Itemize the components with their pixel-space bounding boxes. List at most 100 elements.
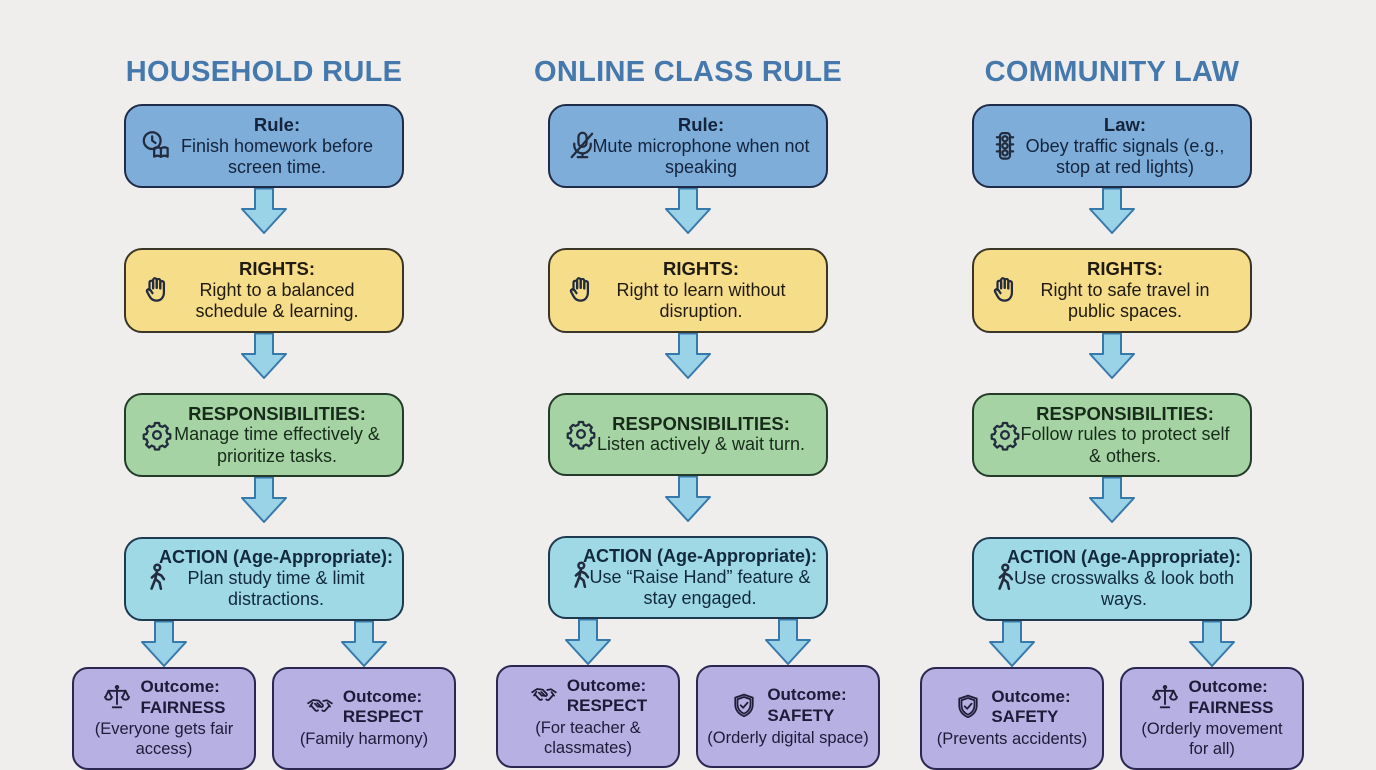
outcome-titles: Outcome: FAIRNESS <box>1188 677 1273 718</box>
responsibilities-title: RESPONSIBILITIES: <box>188 402 366 424</box>
outcome-titles: Outcome: SAFETY <box>767 685 846 726</box>
outcome-title: Outcome: <box>991 686 1071 706</box>
rights-box: RIGHTS: Right to safe travel in public s… <box>972 248 1252 333</box>
rights-box: RIGHTS: Right to a balanced schedule & l… <box>124 248 404 333</box>
action-title: ACTION (Age-Appropriate): <box>1007 546 1241 567</box>
outcome-titles: Outcome: SAFETY <box>991 687 1070 728</box>
handshake-icon <box>529 681 559 711</box>
outcome-name: SAFETY <box>767 706 835 726</box>
outcome-head: Outcome: RESPECT <box>305 687 423 728</box>
traffic-light-icon <box>987 128 1023 164</box>
outcome-name: SAFETY <box>991 707 1059 727</box>
outcome-titles: Outcome: FAIRNESS <box>140 677 225 718</box>
outcome-detail: (Prevents accidents) <box>936 730 1088 749</box>
shield-check-icon <box>953 692 983 722</box>
outcomes-row: Outcome: SAFETY (Prevents accidents) Out… <box>900 666 1324 770</box>
column-household-rule: HOUSEHOLD RULE Rule: Finish homework bef… <box>52 0 476 770</box>
outcome-box-fairness: Outcome: FAIRNESS (Orderly movement for … <box>1120 666 1304 770</box>
outcome-box-respect: Outcome: RESPECT (For teacher & classmat… <box>496 665 680 769</box>
column-header: ONLINE CLASS RULE <box>534 56 842 88</box>
outcome-detail: (Everyone gets fair access) <box>94 720 234 758</box>
down-arrow-icon <box>664 475 712 522</box>
down-arrow-icon <box>140 620 188 667</box>
outcome-head: Outcome: FAIRNESS <box>1150 677 1274 718</box>
down-arrow-icon <box>1088 332 1136 379</box>
action-text: ACTION (Age-Appropriate): Use “Raise Han… <box>583 546 817 610</box>
rights-text: RIGHTS: Right to a balanced schedule & l… <box>168 258 386 322</box>
action-text: ACTION (Age-Appropriate): Use crosswalks… <box>1007 547 1241 611</box>
rule-box: Rule: Mute microphone when not speaking <box>548 104 828 189</box>
outcome-title: Outcome: <box>342 686 423 706</box>
rights-text: RIGHTS: Right to learn without disruptio… <box>592 258 810 322</box>
outcome-title: Outcome: <box>1188 676 1268 696</box>
rights-title: RIGHTS: <box>662 258 740 280</box>
outcome-name: FAIRNESS <box>140 697 226 717</box>
column-header: COMMUNITY LAW <box>984 56 1240 88</box>
rights-body: Right to learn without disruption. <box>616 280 786 322</box>
law-body: Obey traffic signals (e.g., stop at red … <box>1025 135 1225 178</box>
outcome-name: RESPECT <box>342 707 424 727</box>
responsibilities-text: RESPONSIBILITIES: Listen actively & wait… <box>597 413 805 456</box>
outcome-name: FAIRNESS <box>1188 697 1274 717</box>
outcome-titles: Outcome: RESPECT <box>567 676 647 717</box>
handshake-icon <box>305 692 335 722</box>
outcome-box-safety: Outcome: SAFETY (Orderly digital space) <box>696 665 880 769</box>
responsibilities-box: RESPONSIBILITIES: Follow rules to protec… <box>972 392 1252 477</box>
action-title: ACTION (Age-Appropriate): <box>159 546 393 567</box>
column-header: HOUSEHOLD RULE <box>125 56 403 88</box>
down-arrow-icon <box>764 619 812 666</box>
outcome-head: Outcome: RESPECT <box>529 676 647 717</box>
outcome-detail: (Family harmony) <box>299 730 429 749</box>
rule-text: Rule: Mute microphone when not speaking <box>592 114 810 178</box>
action-box: ACTION (Age-Appropriate): Use “Raise Han… <box>548 535 828 620</box>
outcome-title: Outcome: <box>566 675 647 695</box>
down-arrow-icon <box>240 188 288 235</box>
action-text: ACTION (Age-Appropriate): Plan study tim… <box>159 547 393 611</box>
muted-microphone-icon <box>563 128 599 164</box>
outcome-box-respect: Outcome: RESPECT (Family harmony) <box>272 666 456 770</box>
responsibilities-body: Follow rules to protect self & others. <box>1020 424 1230 466</box>
responsibilities-text: RESPONSIBILITIES: Follow rules to protec… <box>1016 403 1234 467</box>
outcome-titles: Outcome: RESPECT <box>343 687 423 728</box>
gear-icon <box>563 416 599 452</box>
rights-box: RIGHTS: Right to learn without disruptio… <box>548 248 828 333</box>
down-arrow-icon <box>1088 476 1136 523</box>
down-arrow-icon <box>664 332 712 379</box>
scales-icon <box>1150 683 1180 713</box>
down-arrow-icon <box>1188 620 1236 667</box>
raised-hand-icon <box>139 272 175 308</box>
action-body: Plan study time & limit distractions. <box>187 568 365 610</box>
walking-person-icon <box>987 561 1023 597</box>
rule-title: Rule: <box>253 114 301 135</box>
action-title: ACTION (Age-Appropriate): <box>583 545 817 566</box>
column-community-law: COMMUNITY LAW Law: Obey traffic signals … <box>900 0 1324 770</box>
action-box: ACTION (Age-Appropriate): Use crosswalks… <box>972 536 1252 621</box>
outcome-head: Outcome: FAIRNESS <box>102 677 226 718</box>
rights-body: Right to a balanced schedule & learning. <box>195 280 359 322</box>
responsibilities-title: RESPONSIBILITIES: <box>1036 402 1214 424</box>
action-body: Use crosswalks & look both ways. <box>1013 568 1235 610</box>
clock-book-icon <box>139 128 175 164</box>
raised-hand-icon <box>987 272 1023 308</box>
column-online-class-rule: ONLINE CLASS RULE Rule: Mute microphone … <box>476 0 900 770</box>
outcome-head: Outcome: SAFETY <box>953 687 1071 728</box>
law-box: Law: Obey traffic signals (e.g., stop at… <box>972 104 1252 189</box>
outcome-head: Outcome: SAFETY <box>729 685 847 726</box>
outcome-detail: (Orderly digital space) <box>707 728 869 747</box>
responsibilities-title: RESPONSIBILITIES: <box>612 412 790 434</box>
down-arrow-icon <box>564 619 612 666</box>
rule-body: Mute microphone when not speaking <box>592 135 810 178</box>
split-arrows <box>900 620 1324 667</box>
responsibilities-box: RESPONSIBILITIES: Manage time effectivel… <box>124 392 404 477</box>
responsibilities-text: RESPONSIBILITIES: Manage time effectivel… <box>168 403 386 467</box>
outcome-box-fairness: Outcome: FAIRNESS (Everyone gets fair ac… <box>72 666 256 770</box>
down-arrow-icon <box>340 620 388 667</box>
down-arrow-icon <box>664 188 712 235</box>
raised-hand-icon <box>563 272 599 308</box>
rule-box: Rule: Finish homework before screen time… <box>124 104 404 189</box>
split-arrows <box>52 620 476 667</box>
split-arrows <box>476 619 900 666</box>
outcome-title: Outcome: <box>140 676 220 696</box>
outcomes-row: Outcome: FAIRNESS (Everyone gets fair ac… <box>52 666 476 770</box>
rights-title: RIGHTS: <box>238 258 316 280</box>
